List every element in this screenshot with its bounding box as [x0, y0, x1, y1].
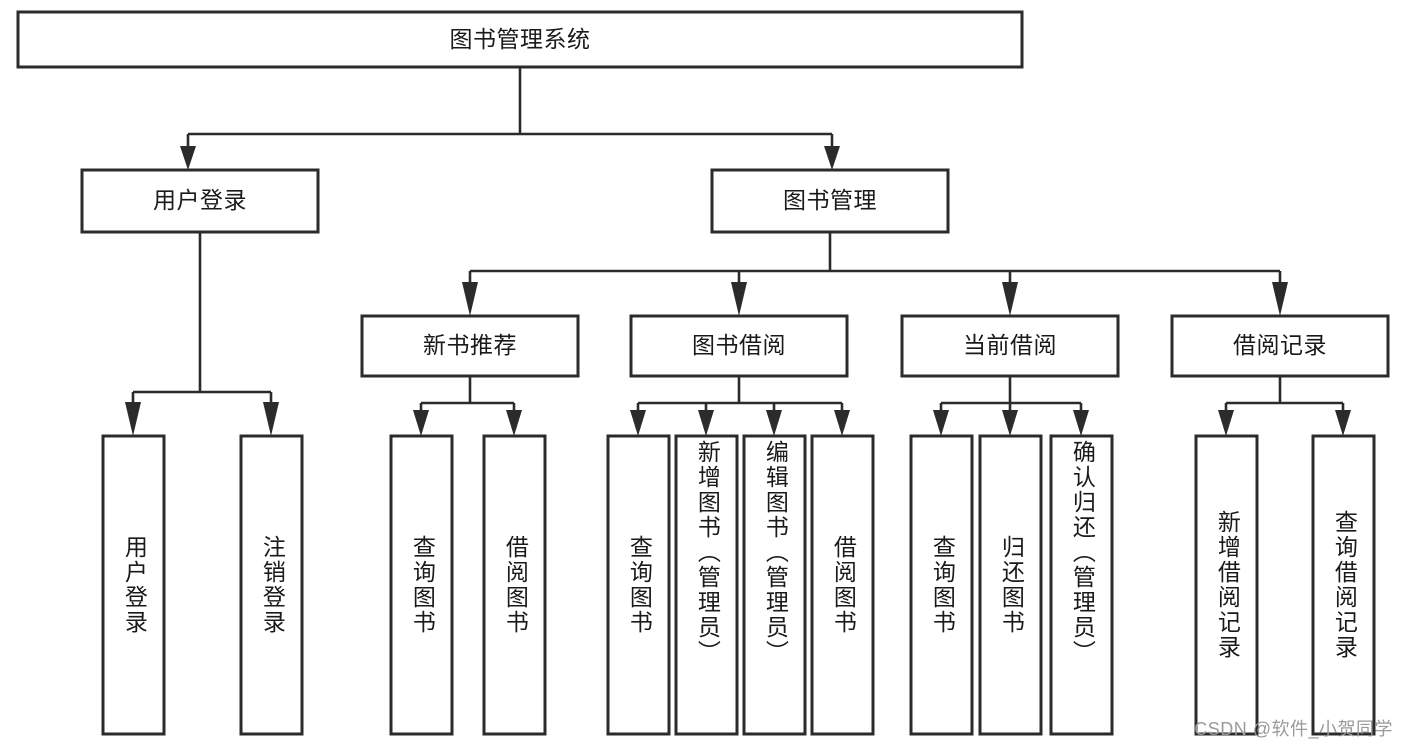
node-book-borrow-label: 图书借阅 [692, 332, 786, 358]
node-root-box[interactable] [16, 10, 1024, 69]
arrowhead-leaf-query-book-3 [933, 410, 949, 436]
node-leaf-add-record-box[interactable] [1194, 434, 1259, 736]
node-book-manage-box[interactable] [710, 168, 950, 234]
node-new-book-recommend-label: 新书推荐 [423, 332, 517, 358]
node-user-login[interactable]: 用户登录 [80, 168, 320, 234]
node-leaf-borrow-book-1-box[interactable] [482, 434, 547, 736]
node-leaf-return-book-box[interactable] [978, 434, 1043, 736]
arrowhead-leaf-confirm-return [1073, 410, 1089, 436]
arrowhead-leaf-query-record [1335, 410, 1351, 436]
arrowhead-leaf-return-book [1002, 410, 1018, 436]
arrowhead-new-book-recommend [462, 282, 478, 316]
node-book-borrow-box[interactable] [629, 314, 849, 378]
node-leaf-add-book-box[interactable] [674, 434, 739, 736]
node-book-borrow[interactable]: 图书借阅 [629, 314, 849, 378]
node-book-manage[interactable]: 图书管理 [710, 168, 950, 234]
node-user-login-label: 用户登录 [153, 187, 247, 213]
arrowhead-leaf-query-book-2 [630, 410, 646, 436]
arrowhead-leaf-edit-book [766, 410, 782, 436]
arrowhead-leaf-add-book [698, 410, 714, 436]
node-leaf-edit-book-box[interactable] [742, 434, 807, 736]
node-leaf-query-book-2-box[interactable] [606, 434, 671, 736]
node-borrow-record-box[interactable] [1170, 314, 1390, 378]
arrowhead-current-borrow [1002, 282, 1018, 316]
arrowhead-book-borrow [731, 282, 747, 316]
node-new-book-recommend-box[interactable] [360, 314, 580, 378]
arrowhead-borrow-record [1272, 282, 1288, 316]
node-borrow-record[interactable]: 借阅记录 [1170, 314, 1390, 378]
node-group: 图书管理系统 用户登录 图书管理 新书推荐 图书借阅 [16, 10, 1390, 736]
arrowhead-leaf-borrow-book-2 [834, 410, 850, 436]
arrowhead-bookmanage [824, 146, 840, 170]
node-leaf-query-record-box[interactable] [1311, 434, 1376, 736]
node-user-login-box[interactable] [80, 168, 320, 234]
node-leaf-user-login-box[interactable] [101, 434, 166, 736]
node-leaf-query-book-3-box[interactable] [909, 434, 974, 736]
node-current-borrow-label: 当前借阅 [963, 332, 1057, 358]
node-current-borrow[interactable]: 当前借阅 [900, 314, 1120, 378]
arrowhead-leaf-user-login [125, 402, 141, 436]
node-leaf-query-book-1-box[interactable] [389, 434, 454, 736]
node-book-manage-label: 图书管理 [783, 187, 877, 213]
node-leaf-borrow-book-2-box[interactable] [810, 434, 875, 736]
node-current-borrow-box[interactable] [900, 314, 1120, 378]
node-root-label: 图书管理系统 [450, 26, 591, 52]
watermark-text: CSDN @软件_小贺同学 [1194, 719, 1393, 739]
node-root[interactable]: 图书管理系统 [16, 10, 1024, 69]
node-leaf-confirm-return-box[interactable] [1049, 434, 1114, 736]
node-borrow-record-label: 借阅记录 [1233, 332, 1327, 358]
node-new-book-recommend[interactable]: 新书推荐 [360, 314, 580, 378]
arrowhead-userlogin [180, 146, 196, 170]
arrowhead-leaf-logout-login [263, 402, 279, 436]
arrowhead-leaf-borrow-book-1 [506, 410, 522, 436]
edge-group [125, 67, 1351, 436]
node-leaf-logout-login-box[interactable] [239, 434, 304, 736]
arrowhead-leaf-add-record [1218, 410, 1234, 436]
arrowhead-leaf-query-book-1 [413, 410, 429, 436]
